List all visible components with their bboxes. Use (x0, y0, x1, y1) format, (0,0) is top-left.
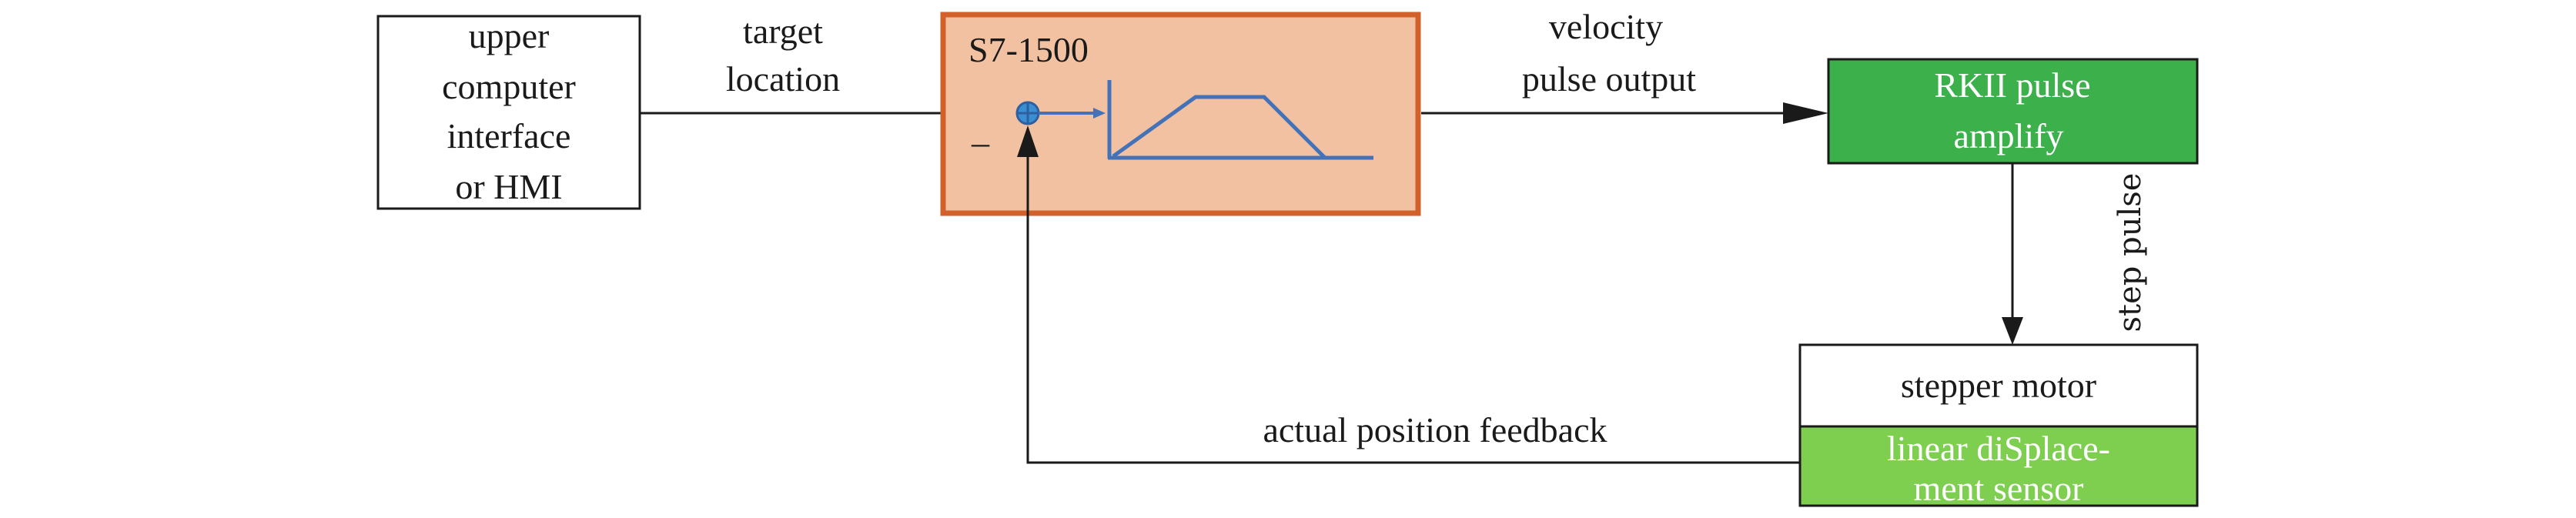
amplifier-line-2: amplify (1953, 116, 2063, 155)
stepper-motor-block[interactable]: stepper motor (1798, 343, 2199, 428)
motor-label: stepper motor (1901, 366, 2096, 405)
target-label-1: target (743, 12, 823, 51)
feedback-arrowhead (1017, 125, 1039, 157)
velocity-label-1: velocity (1549, 7, 1663, 46)
upper-line-4: or HMI (455, 167, 562, 206)
amplifier-line-1: RKII pulse (1934, 65, 2090, 105)
minus-sign: – (971, 122, 990, 162)
feedback-line (1026, 154, 1800, 464)
upper-computer-block[interactable]: upper computer interface or HMI (376, 15, 641, 210)
upper-line-2: computer (442, 67, 576, 106)
sum-output-arrowhead (1093, 108, 1106, 119)
sensor-line-1: linear diSplace- (1887, 429, 2110, 468)
sensor-line-2: ment sensor (1913, 469, 2083, 508)
feedback-label: actual position feedback (1263, 410, 1607, 449)
amplifier-block[interactable]: RKII pulse amplify (1827, 58, 2199, 165)
upper-line-3: interface (447, 116, 571, 155)
target-label-2: location (726, 59, 840, 99)
velocity-label-2: pulse output (1522, 59, 1696, 99)
velocity-arrowhead (1783, 102, 1828, 124)
step-pulse-arrowhead (2002, 317, 2023, 345)
velocity-profile-icon (1107, 80, 1373, 160)
plc-block[interactable]: S7-1500 – (940, 12, 1421, 216)
step-pulse-label: step pulse (2113, 173, 2148, 333)
upper-line-1: upper (469, 16, 550, 55)
displacement-sensor-block[interactable]: linear diSplace- ment sensor (1798, 425, 2199, 508)
summing-junction-icon (1015, 101, 1040, 125)
plc-title: S7-1500 (969, 30, 1089, 69)
